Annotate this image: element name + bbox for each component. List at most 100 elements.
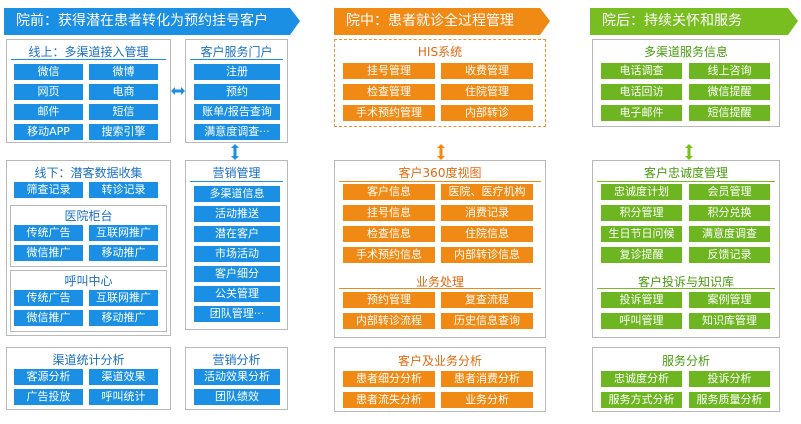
member-mgmt[interactable]: 会员管理: [689, 184, 770, 200]
patient-consumption-analysis[interactable]: 患者消费分析: [441, 371, 533, 387]
business-analysis[interactable]: 业务分析: [441, 392, 533, 408]
surgery-booking-mgmt[interactable]: 手术预约管理: [343, 105, 435, 121]
recheck-flow[interactable]: 复查流程: [441, 292, 533, 308]
registration-info[interactable]: 挂号信息: [343, 205, 435, 221]
sms-reminder[interactable]: 短信提醒: [689, 105, 770, 121]
double-arrow-icon: [436, 144, 446, 160]
team-management[interactable]: 团队管理···: [194, 306, 280, 322]
exam-info[interactable]: 检查信息: [343, 226, 435, 242]
history-query[interactable]: 历史信息查询: [441, 313, 533, 329]
channel-wechat[interactable]: 微信: [14, 64, 83, 80]
offline-collect-box: 线下：潜客数据收集 筛查记录 转诊记录 医院柜台 传统广告 互联网推广 微信推广…: [6, 160, 171, 336]
ad-placement[interactable]: 广告投放: [14, 389, 83, 405]
portal-appointment[interactable]: 预约: [194, 84, 280, 100]
multichannel-info[interactable]: 多渠道信息: [194, 186, 280, 202]
campaign-effect-analysis[interactable]: 活动效果分析: [194, 369, 280, 385]
portal-register[interactable]: 注册: [194, 64, 280, 80]
divider: [597, 181, 775, 182]
traditional-ad[interactable]: 传统广告: [14, 290, 83, 306]
customer-business-analysis-box: 客户及业务分析 患者细分分析 患者消费分析 患者流失分析 业务分析: [334, 347, 546, 412]
traditional-ad[interactable]: 传统广告: [14, 225, 83, 241]
service-quality-analysis[interactable]: 服务质量分析: [689, 392, 770, 408]
holiday-greeting[interactable]: 生日节日问候: [601, 226, 682, 242]
internal-referral-info[interactable]: 内部转诊信息: [441, 247, 533, 263]
internal-referral[interactable]: 内部转诊: [441, 105, 533, 121]
wechat-promo[interactable]: 微信推广: [14, 245, 83, 261]
service-analysis-box: 服务分析 忠诚度分析 投诉分析 服务方式分析 服务质量分析: [592, 347, 780, 412]
registration-mgmt[interactable]: 挂号管理: [343, 63, 435, 79]
email[interactable]: 电子邮件: [601, 105, 682, 121]
medical-institution[interactable]: 医院、医疗机构: [441, 184, 533, 200]
online-channel-box: 线上：多渠道接入管理 微信 微博 网页 电商 邮件 短信 移动APP 搜索引擎: [6, 39, 171, 143]
exam-mgmt[interactable]: 检查管理: [343, 84, 435, 100]
inpatient-info[interactable]: 住院信息: [441, 226, 533, 242]
channel-weibo[interactable]: 微博: [89, 64, 158, 80]
channel-search-engine[interactable]: 搜索引擎: [89, 124, 158, 140]
complaint-mgmt[interactable]: 投诉管理: [601, 292, 682, 308]
his-title: HIS系统: [417, 45, 463, 59]
revisit-reminder[interactable]: 复诊提醒: [601, 247, 682, 263]
complaint-title: 客户投诉与知识库: [637, 275, 734, 289]
channel-web[interactable]: 网页: [14, 84, 83, 100]
double-arrow-icon: [171, 86, 185, 96]
knowledge-base-mgmt[interactable]: 知识库管理: [689, 313, 770, 329]
loyalty-plan[interactable]: 忠诚度计划: [601, 184, 682, 200]
patient-segment-analysis[interactable]: 患者细分分析: [343, 371, 435, 387]
portal-bill-report[interactable]: 账单/报告查询: [194, 104, 280, 120]
loyalty-analysis[interactable]: 忠诚度分析: [601, 371, 682, 387]
appointment-mgmt[interactable]: 预约管理: [343, 292, 435, 308]
consumption-record[interactable]: 消费记录: [441, 205, 533, 221]
case-mgmt[interactable]: 案例管理: [689, 292, 770, 308]
divider: [339, 181, 541, 182]
portal-survey[interactable]: 满意度调查···: [194, 124, 280, 140]
double-arrow-icon: [684, 144, 694, 160]
analysis-title: 客户及业务分析: [397, 354, 482, 368]
channel-mobile-app[interactable]: 移动APP: [14, 124, 83, 140]
feedback-record[interactable]: 反馈记录: [689, 247, 770, 263]
campaign-push[interactable]: 活动推送: [194, 206, 280, 222]
channel-sms[interactable]: 短信: [89, 104, 158, 120]
call-mgmt[interactable]: 呼叫管理: [601, 313, 682, 329]
service-analysis-title: 服务分析: [661, 354, 710, 368]
screening-record[interactable]: 筛查记录: [14, 182, 83, 198]
wechat-promo[interactable]: 微信推广: [14, 310, 83, 326]
pr-management[interactable]: 公关管理: [194, 286, 280, 302]
surgery-booking-info[interactable]: 手术预约信息: [343, 247, 435, 263]
phone-survey[interactable]: 电话调查: [601, 63, 682, 79]
mobile-promo[interactable]: 移动推广: [89, 245, 158, 261]
channel-effect[interactable]: 渠道效果: [89, 369, 158, 385]
channel-email[interactable]: 邮件: [14, 104, 83, 120]
call-stats[interactable]: 呼叫统计: [89, 389, 158, 405]
patient-churn-analysis[interactable]: 患者流失分析: [343, 392, 435, 408]
marketing-analysis-box: 营销分析 活动效果分析 团队绩效: [185, 347, 288, 410]
potential-customer[interactable]: 潜在客户: [194, 226, 280, 242]
double-arrow-icon: [230, 144, 240, 160]
inpatient-mgmt[interactable]: 住院管理: [441, 84, 533, 100]
loyalty-title: 客户忠诚度管理: [643, 166, 728, 180]
wechat-reminder[interactable]: 微信提醒: [689, 84, 770, 100]
internet-promo[interactable]: 互联网推广: [89, 225, 158, 241]
internet-promo[interactable]: 互联网推广: [89, 290, 158, 306]
points-mgmt[interactable]: 积分管理: [601, 205, 682, 221]
source-analysis[interactable]: 客源分析: [14, 369, 83, 385]
channel-ecommerce[interactable]: 电商: [89, 84, 158, 100]
team-performance[interactable]: 团队绩效: [194, 389, 280, 405]
service-mode-analysis[interactable]: 服务方式分析: [601, 392, 682, 408]
pre-hospital-banner: 院前：获得潜在患者转化为预约挂号客户: [4, 8, 300, 35]
satisfaction-survey[interactable]: 满意度调查: [689, 226, 770, 242]
online-consult[interactable]: 线上咨询: [689, 63, 770, 79]
customer-info[interactable]: 客户信息: [343, 184, 435, 200]
in-hospital-banner: 院中：患者就诊全过程管理: [334, 8, 550, 35]
points-redeem[interactable]: 积分兑换: [689, 205, 770, 221]
billing-mgmt[interactable]: 收费管理: [441, 63, 533, 79]
mobile-promo[interactable]: 移动推广: [89, 310, 158, 326]
internal-referral-flow[interactable]: 内部转诊流程: [343, 313, 435, 329]
customer-segment[interactable]: 客户细分: [194, 266, 280, 282]
service-info-box: 多渠道服务信息 电话调查 线上咨询 电话回访 微信提醒 电子邮件 短信提醒: [592, 39, 780, 127]
complaint-analysis[interactable]: 投诉分析: [689, 371, 770, 387]
service-info-title: 多渠道服务信息: [643, 45, 728, 59]
phone-followup[interactable]: 电话回访: [601, 84, 682, 100]
market-activity[interactable]: 市场活动: [194, 246, 280, 262]
referral-record[interactable]: 转诊记录: [89, 182, 158, 198]
view360-title: 客户360度视图: [398, 166, 482, 180]
